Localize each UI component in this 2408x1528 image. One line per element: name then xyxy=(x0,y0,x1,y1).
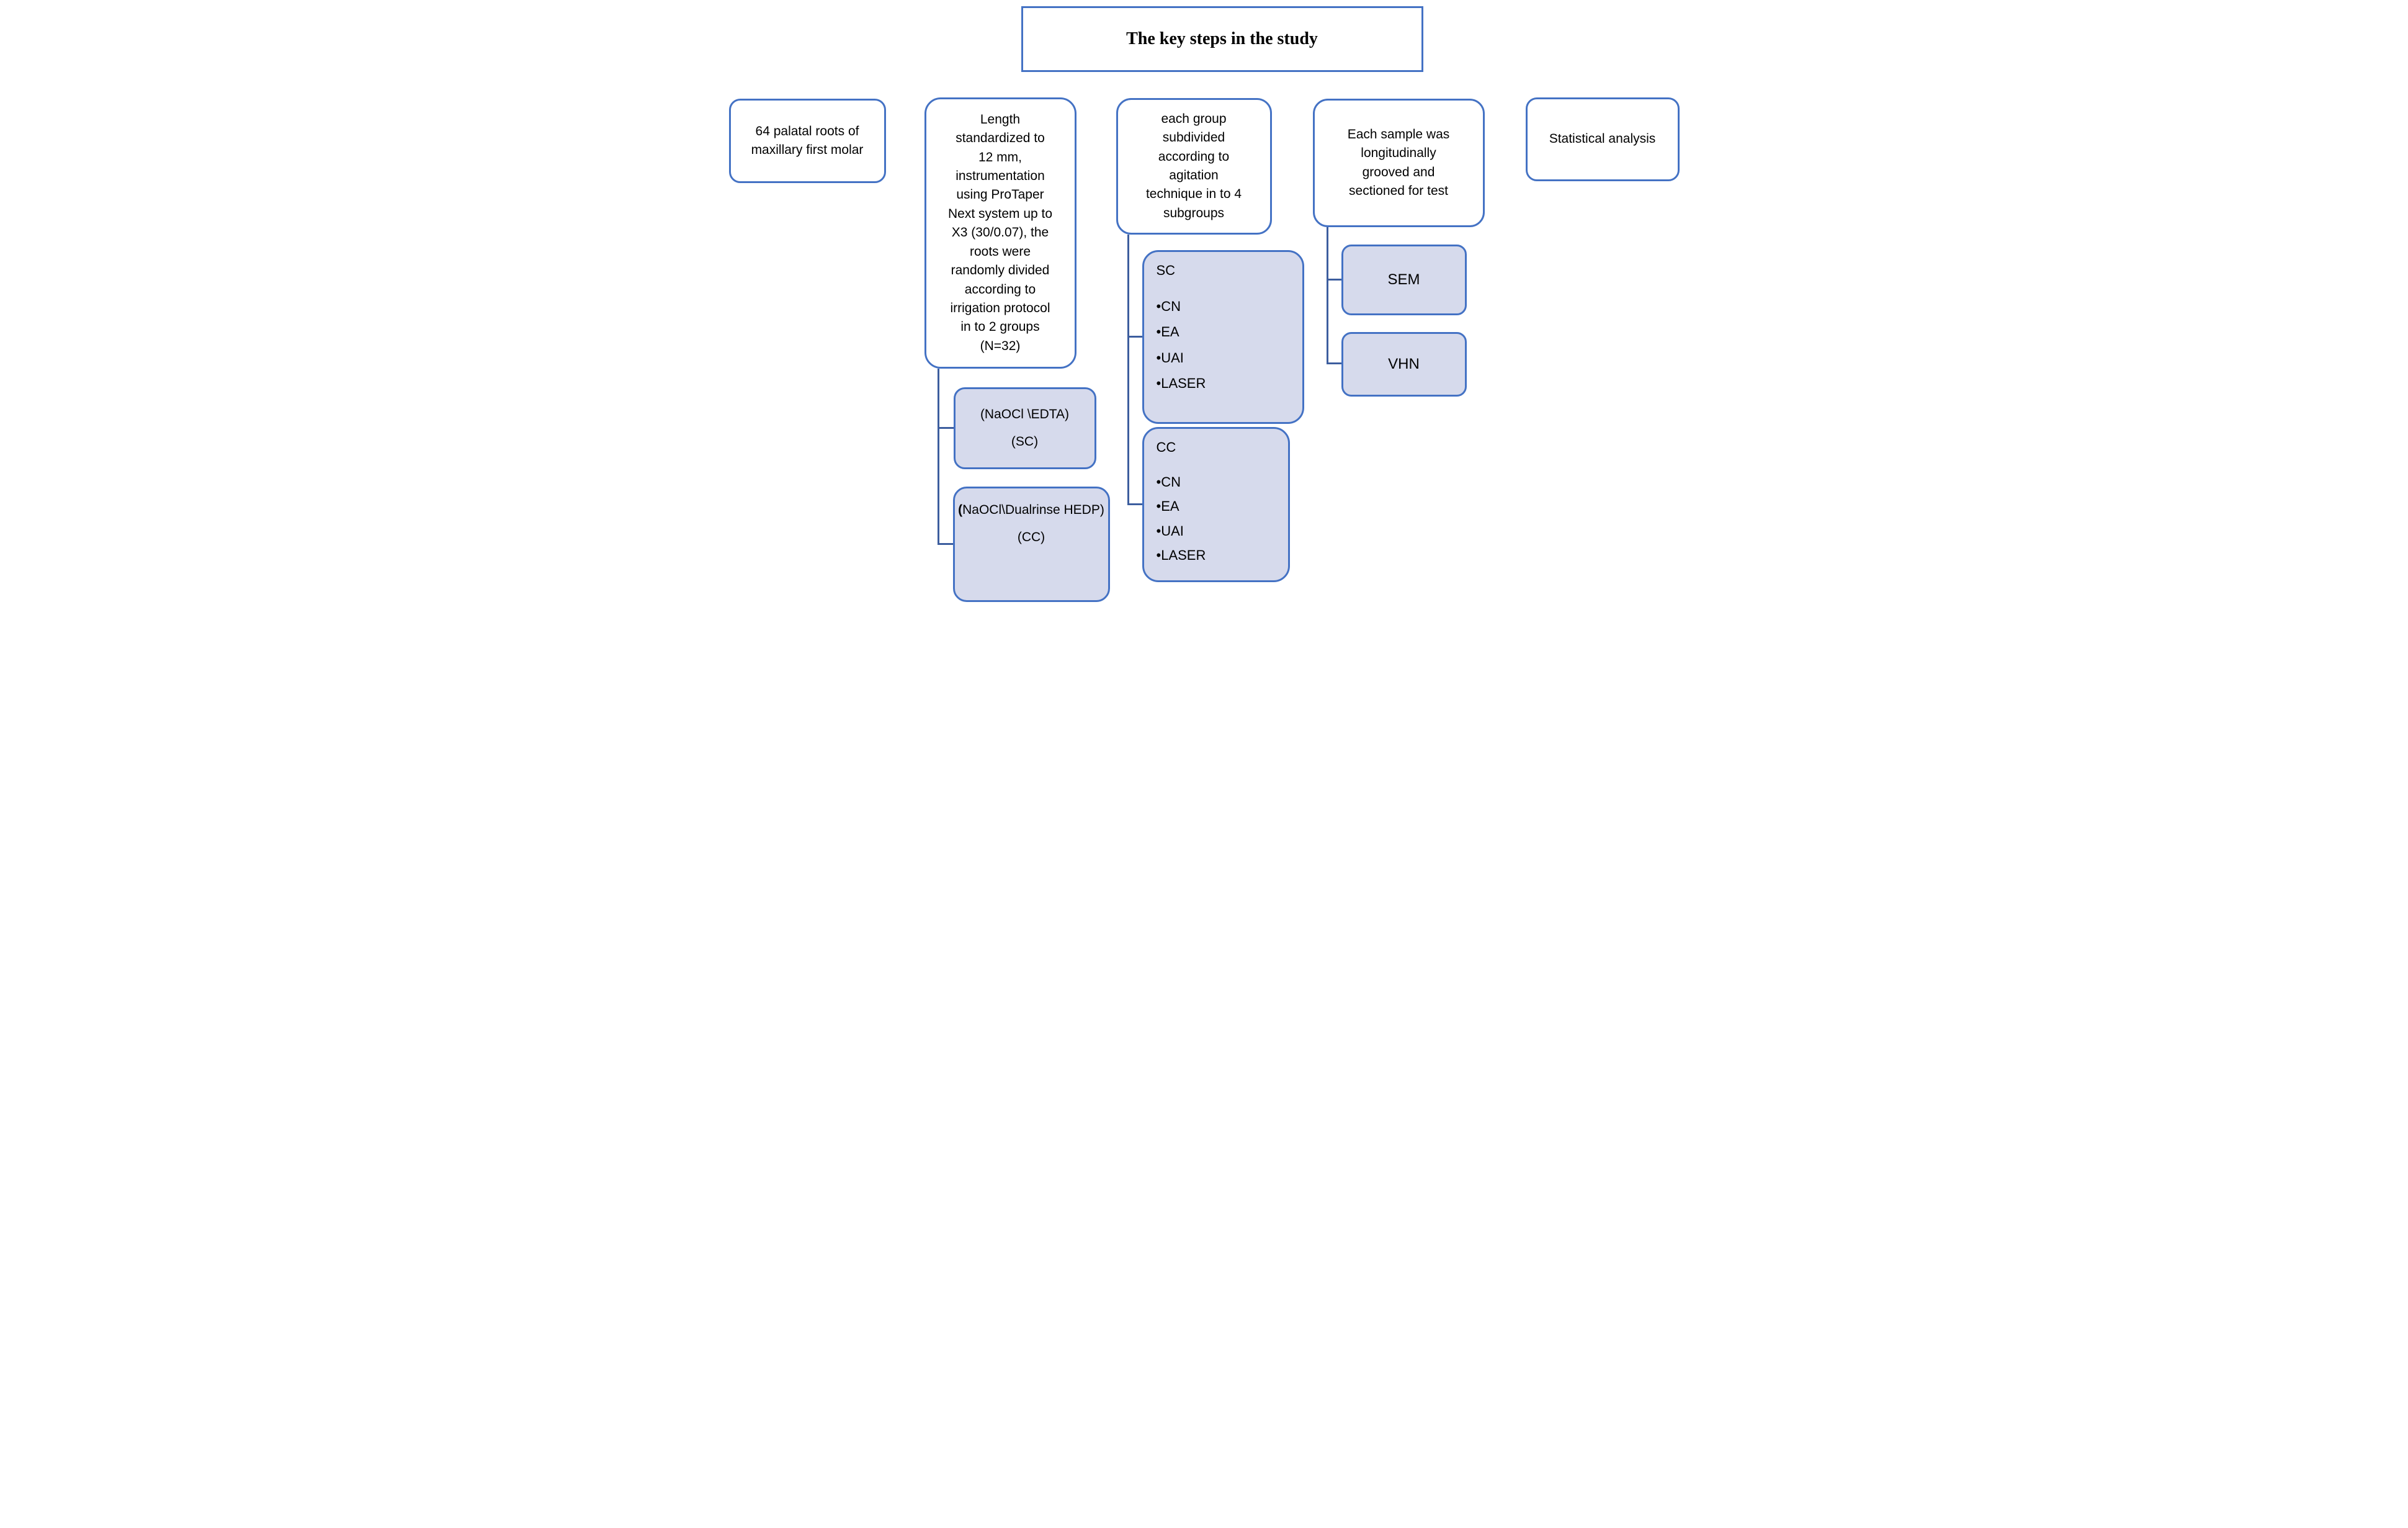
connector-line xyxy=(937,369,939,545)
bullet-item: •UAI xyxy=(1156,523,1184,539)
test-box-sem: SEM xyxy=(1341,245,1467,315)
step-text: Length standardized to 12 mm, instrument… xyxy=(947,112,1053,353)
bullet-item: •EA xyxy=(1156,498,1179,515)
connector-line xyxy=(937,427,954,429)
bullet-item: •CN xyxy=(1156,474,1181,490)
connector-line xyxy=(1326,362,1341,364)
subgroup-box-sc: SC •CN •EA •UAI •LASER xyxy=(1142,250,1304,424)
study-flowchart: The key steps in the study 64 palatal ro… xyxy=(722,0,1686,611)
title-box: The key steps in the study xyxy=(1021,6,1423,72)
bullet-item: •EA xyxy=(1156,324,1179,340)
step-box-roots: 64 palatal roots of maxillary first mola… xyxy=(728,99,886,183)
connector-line xyxy=(1326,227,1328,364)
bullet-icon: • xyxy=(1156,349,1161,366)
subgroup-box-cc: CC •CN •EA •UAI •LASER xyxy=(1142,427,1290,582)
connector-line xyxy=(937,543,953,545)
bullet-item: •UAI xyxy=(1156,349,1184,366)
step-text: Statistical analysis xyxy=(1549,132,1656,146)
step-box-statistics: Statistical analysis xyxy=(1525,97,1680,181)
step-text: 64 palatal roots of maxillary first mola… xyxy=(751,124,864,157)
connector-line xyxy=(1127,235,1129,505)
connector-line xyxy=(1127,336,1142,338)
bullet-item: •CN xyxy=(1156,298,1181,314)
connector-line xyxy=(1326,279,1341,281)
group-box-cc-irrigation: (NaOCl\Dualrinse HEDP) (CC) xyxy=(952,487,1110,602)
group-label: (NaOCl\Dualrinse HEDP) xyxy=(958,503,1104,517)
bullet-icon: • xyxy=(1156,375,1161,392)
step-box-instrumentation: Length standardized to 12 mm, instrument… xyxy=(924,97,1076,369)
bullet-icon: • xyxy=(1156,298,1161,314)
bullet-item: •LASER xyxy=(1156,547,1206,564)
step-text: Each sample was longitudinally grooved a… xyxy=(1347,127,1450,198)
bullet-icon: • xyxy=(1156,547,1161,564)
bullet-item: •LASER xyxy=(1156,375,1206,392)
subgroup-header: SC xyxy=(1156,263,1176,278)
page-title: The key steps in the study xyxy=(1126,29,1318,49)
connector-line xyxy=(1127,503,1142,505)
step-box-subdivided: each group subdivided according to agita… xyxy=(1116,98,1272,235)
step-box-sectioning: Each sample was longitudinally grooved a… xyxy=(1312,99,1485,227)
test-label: VHN xyxy=(1388,355,1420,372)
bullet-icon: • xyxy=(1156,324,1161,340)
bold-paren: ( xyxy=(958,503,963,517)
step-text: each group subdivided according to agita… xyxy=(1145,111,1242,220)
test-box-vhn: VHN xyxy=(1341,332,1467,397)
subgroup-header: CC xyxy=(1156,439,1176,455)
group-box-sc-irrigation: (NaOCl \EDTA) (SC) xyxy=(953,387,1096,469)
group-code: (CC) xyxy=(1017,530,1045,545)
group-label: (NaOCl \EDTA) xyxy=(980,407,1070,421)
bullet-icon: • xyxy=(1156,523,1161,539)
test-label: SEM xyxy=(1387,271,1420,288)
bullet-icon: • xyxy=(1156,474,1161,490)
group-code: (SC) xyxy=(1011,434,1039,449)
bullet-icon: • xyxy=(1156,498,1161,515)
